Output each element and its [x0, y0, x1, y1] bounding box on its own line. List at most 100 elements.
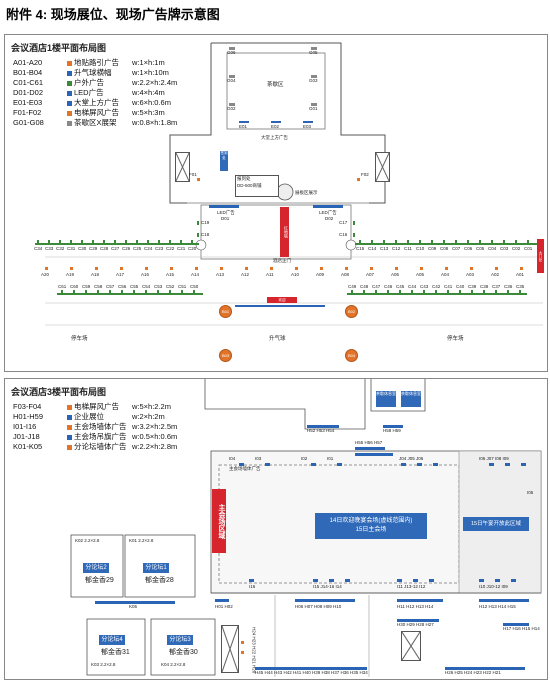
- h-row1: H06 H07 H08 H09 H10: [295, 604, 342, 609]
- c-post: [114, 240, 116, 244]
- legend-swatch: [67, 60, 72, 66]
- d01-led: [209, 205, 239, 208]
- h-bottom: H45 H44 H43 H42 H41 H40 H39 H38 H37 H36 …: [255, 670, 368, 675]
- c-post: [395, 240, 397, 244]
- c-post: [193, 290, 195, 294]
- legend-swatch: [67, 404, 72, 410]
- h-right-bar: [397, 619, 439, 622]
- h52-bar: [307, 425, 339, 428]
- main-hall-blue: 14日欢迎晚宴会场(虚线范围内) 15日主会场: [315, 513, 427, 539]
- a-code: A13: [216, 272, 225, 277]
- h-row3-bar: [479, 599, 529, 602]
- g-stand: [311, 47, 317, 50]
- g-code: G03: [309, 78, 318, 83]
- welcome-underbar: [235, 305, 325, 307]
- h-row1-bar: [295, 599, 355, 602]
- a-marker: [195, 267, 198, 270]
- hall-banner-label: 主会场墙体广告: [229, 466, 261, 471]
- d02-label: D02: [325, 216, 334, 221]
- elevator-3f: [221, 625, 239, 673]
- c-code: C25: [133, 246, 142, 251]
- a-code: A09: [316, 272, 325, 277]
- c-post: [121, 290, 123, 294]
- c-post: [527, 240, 529, 244]
- legend-name: LED广告: [74, 88, 104, 97]
- g-code: G06: [227, 50, 236, 55]
- c-post: [103, 240, 105, 244]
- a-marker: [120, 267, 123, 270]
- c-post: [157, 290, 159, 294]
- k4-label: K04 2.2×2.8: [161, 662, 186, 667]
- k3-label: K03 2.2×2.8: [91, 662, 116, 667]
- j-flag: [337, 463, 342, 466]
- j-flag: [521, 463, 526, 466]
- c-post: [70, 240, 72, 244]
- h-bottom-bar: [255, 667, 367, 670]
- c-code: C05: [476, 246, 485, 251]
- balloon-marker: B02: [345, 305, 358, 318]
- d02-led: [313, 205, 343, 208]
- lobby-top-label: 大堂上方广告: [261, 135, 288, 140]
- c-code: C48: [360, 284, 369, 289]
- c-post: [181, 290, 183, 294]
- exhibit-label: 展板区展示: [295, 190, 318, 195]
- j-flag: [313, 579, 318, 582]
- legend-name: 户外广告: [74, 78, 104, 87]
- c-code: C61: [58, 284, 67, 289]
- c-post: [495, 290, 497, 294]
- c-code: C33: [45, 246, 54, 251]
- j-flag: [397, 579, 402, 582]
- parking-right: 停车场: [447, 336, 464, 342]
- c-code: C58: [94, 284, 103, 289]
- a-marker: [95, 267, 98, 270]
- h-row2: H11 H12 H13 H14: [397, 604, 434, 609]
- a-code: A17: [116, 272, 125, 277]
- c-post: [169, 240, 171, 244]
- a-code: A03: [466, 272, 475, 277]
- c-code: C43: [420, 284, 429, 289]
- top-wall-bar: [355, 453, 393, 456]
- sub-forum-3: 分论坛3: [167, 635, 193, 645]
- led2-label: LED广告: [319, 210, 337, 215]
- c-post: [455, 240, 457, 244]
- c-code: C02: [512, 246, 521, 251]
- a-marker: [320, 267, 323, 270]
- c-code: C24: [144, 246, 153, 251]
- j-flag: [495, 579, 500, 582]
- e-bar: [239, 121, 249, 123]
- legend-size: w:3.2×h:2.5m: [132, 422, 178, 431]
- c-code: C51: [178, 284, 187, 289]
- legend-code: G01-G08: [13, 118, 44, 127]
- i15-label: I15 J14-16 I14: [313, 584, 342, 589]
- c-post: [459, 290, 461, 294]
- h-row2-bar: [397, 599, 443, 602]
- c-code: C47: [372, 284, 381, 289]
- a-code: A01: [516, 272, 525, 277]
- sub-forum-1-2-bar: [95, 601, 175, 604]
- c-post: [407, 240, 409, 244]
- c-code: C26: [122, 246, 131, 251]
- j-flag: [489, 463, 494, 466]
- j-flag: [511, 579, 516, 582]
- a-marker: [370, 267, 373, 270]
- e-bar: [271, 121, 281, 123]
- legend-swatch: [67, 90, 72, 96]
- a-marker: [270, 267, 273, 270]
- legend-code: A01-A20: [13, 58, 43, 67]
- j-flag: [401, 463, 406, 466]
- welcome-sign: 欢迎: [267, 297, 297, 303]
- c-post: [479, 240, 481, 244]
- a-code: A08: [341, 272, 350, 277]
- c-mid-post: [353, 233, 355, 237]
- a-marker: [245, 267, 248, 270]
- c-post: [145, 290, 147, 294]
- legend-code: H01-H59: [13, 412, 44, 421]
- fence-bot-right: [347, 293, 527, 295]
- c-code: C34: [34, 246, 43, 251]
- g-code: G04: [227, 78, 236, 83]
